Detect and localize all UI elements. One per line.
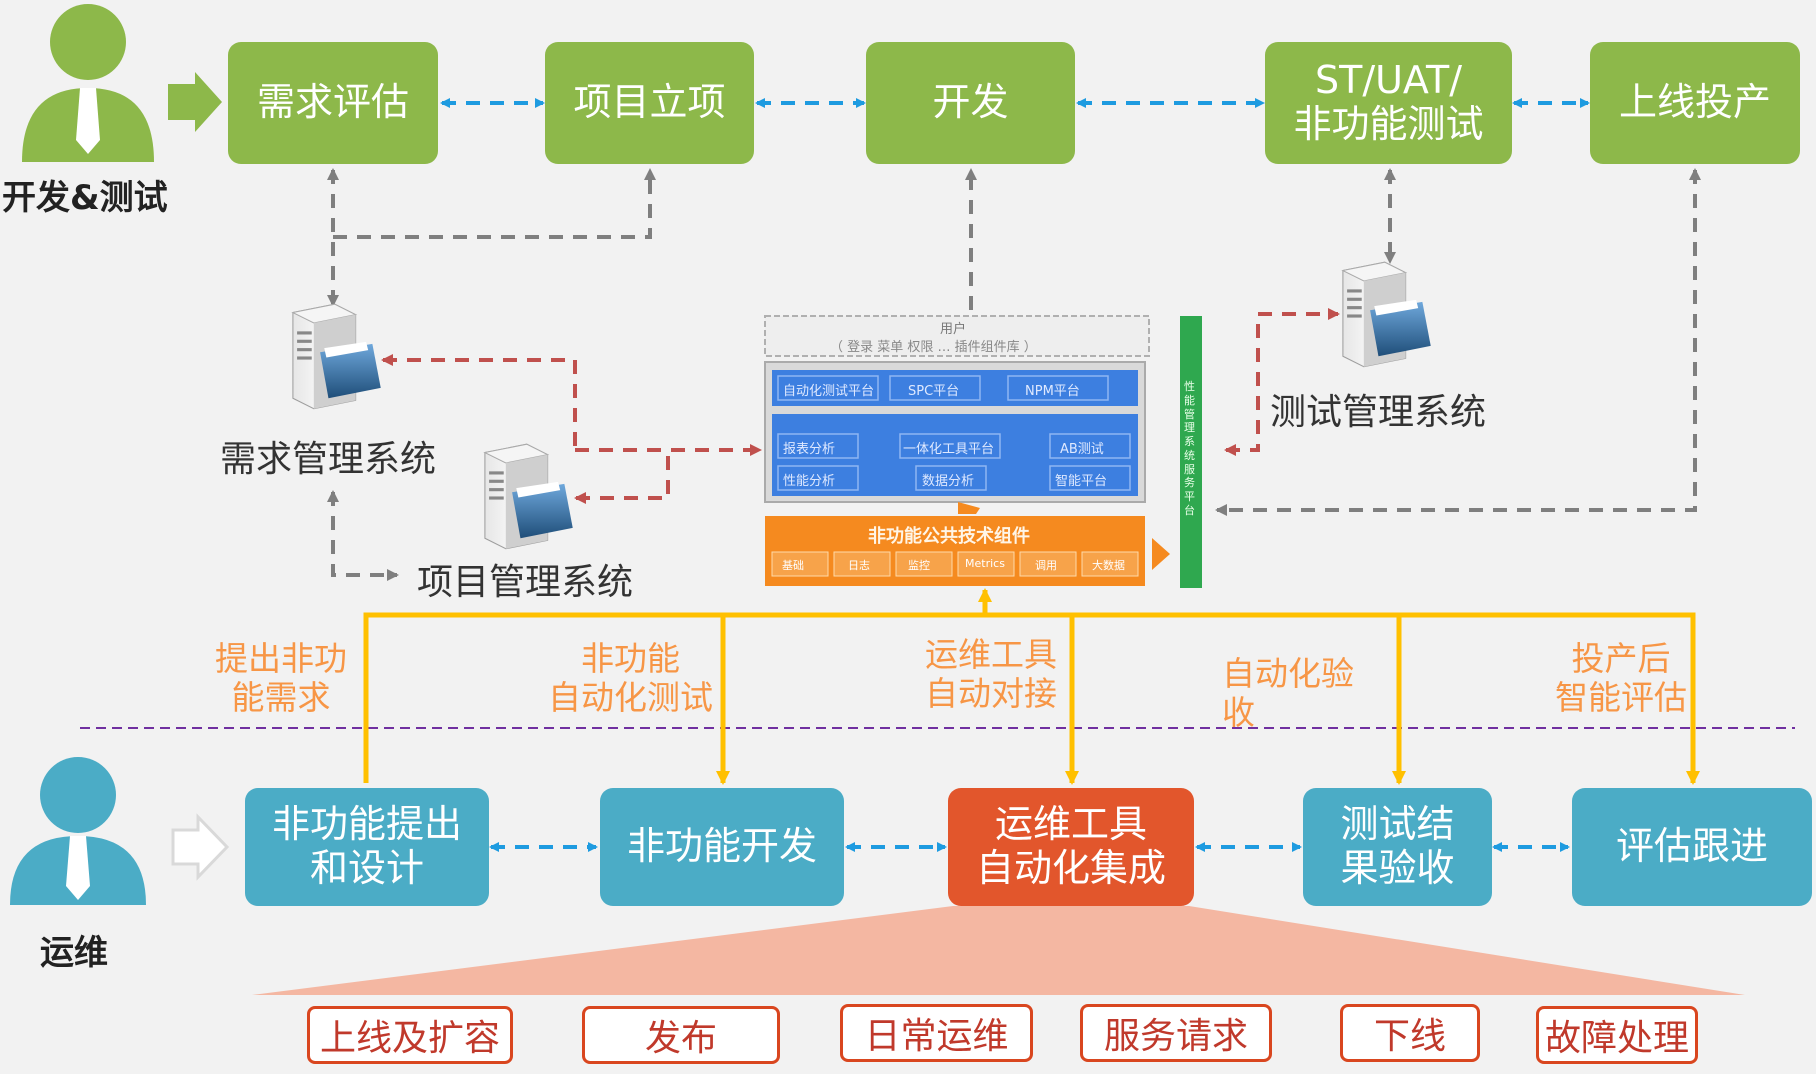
ops-task-daily-ops[interactable]: 日常运维: [840, 1004, 1033, 1062]
platform-architecture: [764, 315, 1202, 588]
dev-step-go-live[interactable]: 上线投产: [1590, 42, 1800, 164]
platform-row2-item: 一体化工具平台: [903, 442, 995, 457]
platform-core-item: 日志: [848, 559, 870, 572]
ops-step-nf-proposal-design[interactable]: 非功能提出 和设计: [245, 788, 489, 906]
platform-core-item: 调用: [1035, 559, 1057, 572]
ops-task-launch-scale[interactable]: 上线及扩容: [307, 1006, 513, 1064]
ops-person-icon: [10, 757, 146, 905]
proj-system-server-icon: [484, 443, 574, 550]
platform-row1-item: SPC平台: [908, 384, 960, 399]
platform-row3-item: 智能平台: [1055, 474, 1108, 489]
platform-core-item: 基础: [782, 559, 804, 572]
ops-step-tool-integration[interactable]: 运维工具 自动化集成: [948, 788, 1194, 906]
dev-step-project-initiation[interactable]: 项目立项: [545, 42, 754, 164]
ops-link-label: 运维工具 自动对接: [925, 635, 1057, 713]
dev-step-development[interactable]: 开发: [866, 42, 1075, 164]
req-system-server-icon: [292, 303, 382, 410]
dev-entry-arrow-icon: [168, 72, 222, 132]
platform-row3-item: 性能分析: [783, 474, 836, 489]
req-system-label: 需求管理系统: [220, 439, 437, 480]
ops-link-label: 非功能 自动化测试: [548, 639, 713, 717]
platform-core-item: Metrics: [965, 557, 1005, 570]
platform-row2-item: 报表分析: [783, 442, 836, 457]
platform-core-title: 非功能公共技术组件: [868, 526, 1030, 547]
role-ops-label: 运维: [40, 933, 108, 973]
ops-task-decommission[interactable]: 下线: [1340, 1004, 1480, 1062]
ops-step-evaluation-followup[interactable]: 评估跟进: [1572, 788, 1812, 906]
platform-row2-item: AB测试: [1060, 442, 1104, 457]
ops-entry-arrow-icon: [171, 813, 230, 881]
dev-step-testing[interactable]: ST/UAT/ 非功能测试: [1265, 42, 1512, 164]
ops-task-service-request[interactable]: 服务请求: [1080, 1004, 1272, 1062]
ops-step-nf-development[interactable]: 非功能开发: [600, 788, 844, 906]
platform-top-sub: （ 登录 菜单 权限 … 插件组件库 ）: [830, 340, 1037, 355]
ops-link-label: 自动化验 收: [1222, 654, 1354, 732]
proj-system-label: 项目管理系统: [417, 562, 634, 603]
platform-row1-item: 自动化测试平台: [783, 384, 875, 399]
platform-core-item: 监控: [908, 559, 930, 572]
ops-task-incident-handling[interactable]: 故障处理: [1536, 1006, 1698, 1064]
ops-task-release[interactable]: 发布: [582, 1006, 780, 1064]
role-dev-label: 开发&测试: [2, 178, 168, 218]
test-system-server-icon: [1342, 261, 1432, 368]
ops-link-label: 提出非功 能需求: [215, 639, 347, 717]
dev-step-requirement-assessment[interactable]: 需求评估: [228, 42, 438, 164]
platform-row1-item: NPM平台: [1025, 384, 1080, 399]
dev-person-icon: [22, 4, 154, 162]
ops-link-label: 投产后 智能评估: [1555, 639, 1687, 717]
platform-top-title: 用户: [940, 322, 967, 337]
platform-side-label: 性能管理系统服务平台: [1184, 380, 1195, 517]
platform-core-item: 大数据: [1092, 559, 1125, 572]
test-system-label: 测试管理系统: [1270, 392, 1487, 433]
platform-row3-item: 数据分析: [922, 474, 975, 489]
ops-step-test-acceptance[interactable]: 测试结 果验收: [1303, 788, 1492, 906]
